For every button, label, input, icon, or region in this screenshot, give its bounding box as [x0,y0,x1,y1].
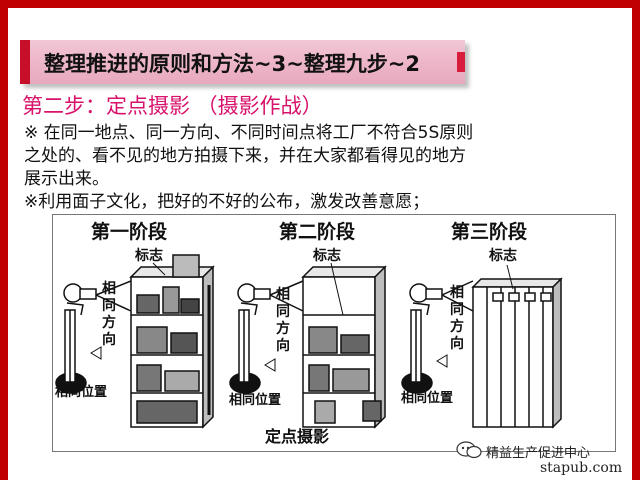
sign-pointers [152,262,514,316]
same-position-label-3: 相同位置 [401,391,454,406]
paragraph-line: 之处的、看不见的地方拍摄下来，并在大家都看得见的地方 [24,146,466,166]
sign-label-1: 标志 [135,248,163,264]
fixed-point-photo-figure: 第一阶段 第二阶段 第三阶段 标志 标志 标志 相同方向 相同方向 相同方向 相… [52,214,616,452]
sign-label-2: 标志 [313,248,341,264]
same-position-label-1: 相同位置 [55,385,108,400]
same-direction-label-2: 相同方向 [276,287,290,354]
stage2-photographer [229,280,304,394]
paragraph-line: ※ 在同一地点、同一方向、不同时间点将工厂不符合5S原则 [24,123,474,143]
frame-right [632,0,640,480]
slide-title: 整理推进的原则和方法~3~整理九步~2 [44,52,421,76]
watermark-wechat: 精益生产促进中心 [486,446,591,461]
same-direction-label-3: 相同方向 [450,285,464,352]
wechat-icon [456,441,482,459]
frame-left [0,0,8,480]
watermark-site: stapub.com [540,460,623,476]
step-heading: 第二步：定点摄影 （摄影作战） [22,94,323,118]
position-arrows [90,346,448,372]
figure-caption: 定点摄影 [265,427,330,446]
frame-top [0,0,640,8]
figure-illustration [55,254,563,429]
title-accent-right [457,52,465,72]
paragraph-line: 展示出来。 [24,169,109,189]
stage2-cabinet [301,265,387,429]
stage-3-label: 第三阶段 [451,221,528,243]
title-accent [20,40,30,84]
stage1-cabinet [129,254,215,429]
same-direction-label-1: 相同方向 [102,281,116,348]
body-text: ※ 在同一地点、同一方向、不同时间点将工厂不符合5S原则 之处的、看不见的地方拍… [24,122,614,214]
paragraph-line: ※利用面子文化，把好的不好的公布，激发改善意愿； [24,192,430,212]
sign-label-3: 标志 [489,248,517,264]
title-bar: 整理推进的原则和方法~3~整理九步~2 [20,40,465,84]
stage1-photographer [55,280,132,394]
stage-1-label: 第一阶段 [91,221,168,243]
same-position-label-2: 相同位置 [229,393,282,408]
stage3-cabinet [471,277,563,429]
stage3-photographer [401,280,474,394]
stage-2-label: 第二阶段 [279,221,356,243]
